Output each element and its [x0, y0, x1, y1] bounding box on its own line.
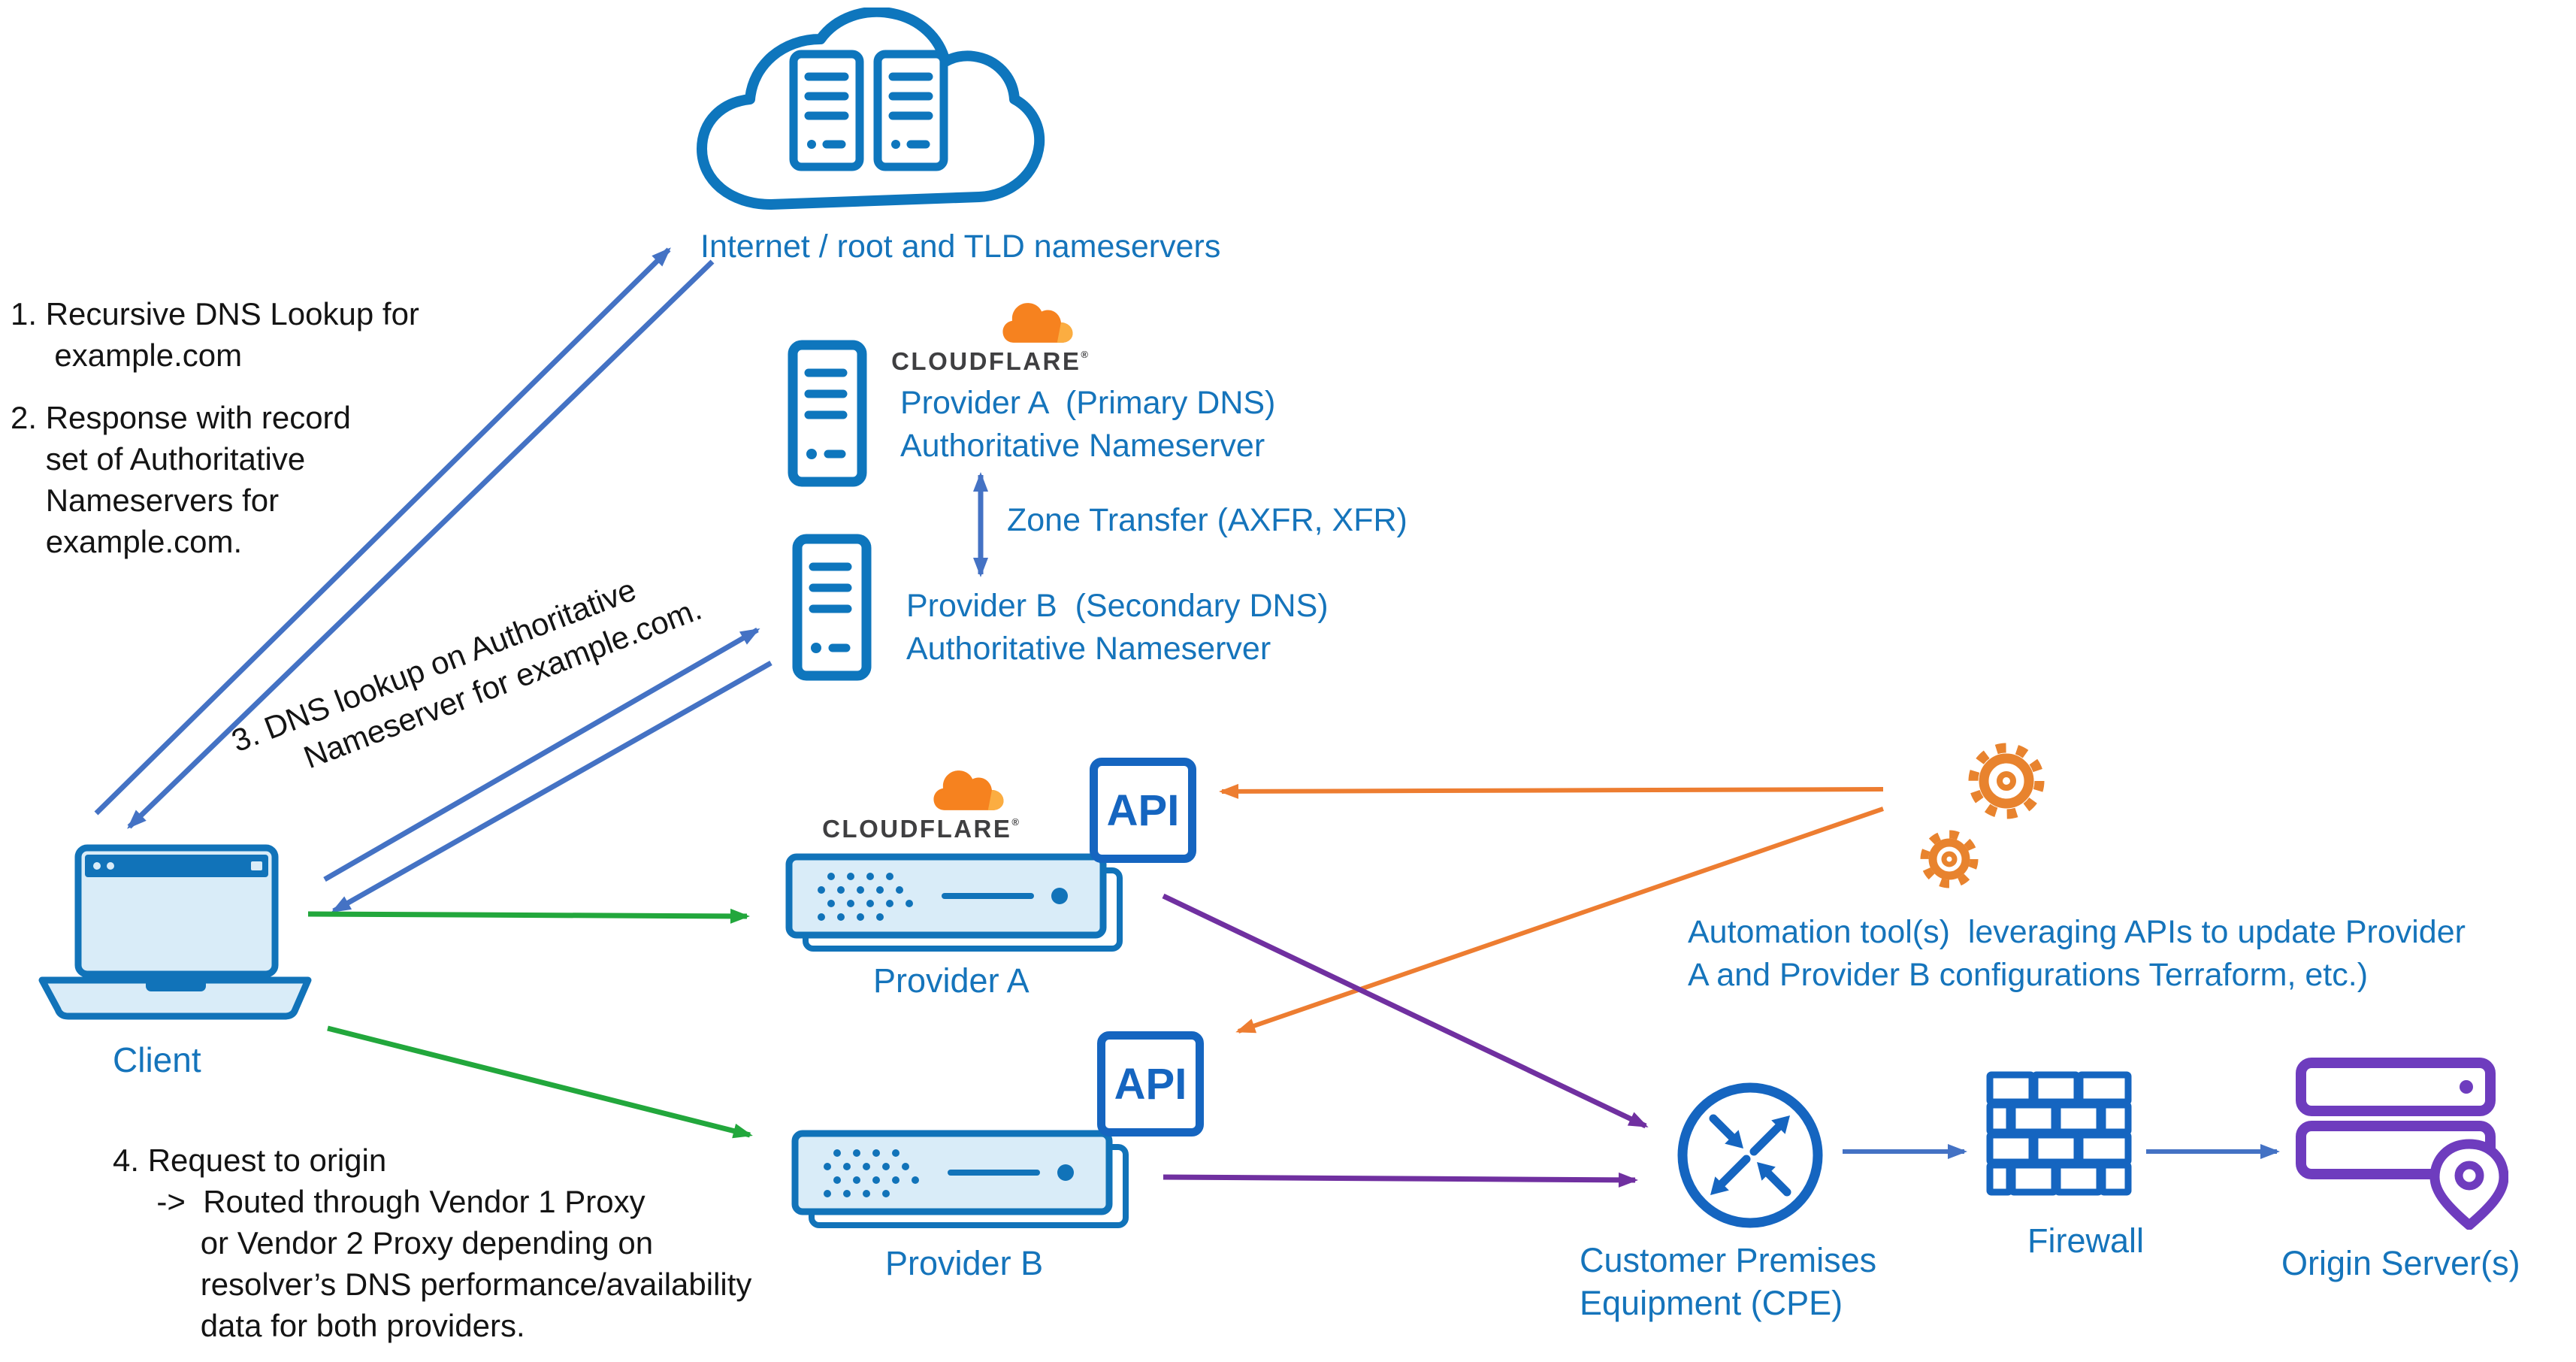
cloudflare-cloud-icon [927, 767, 1011, 813]
arrow-automation-to-api-a [1219, 783, 1884, 799]
vent-dots [824, 1149, 919, 1197]
client-label: Client [113, 1040, 201, 1079]
gear-small [1920, 830, 1979, 888]
cloudflare-wordmark-text: CLOUDFLARE [822, 815, 1012, 843]
provider-b-nameserver-icon [792, 534, 872, 681]
provider-a-proxy-label: Provider A [873, 961, 1029, 1000]
root-nameserver-icons [789, 50, 948, 171]
zone-transfer-label: Zone Transfer (AXFR, XFR) [1007, 502, 1407, 538]
origin-servers-icon [2295, 1057, 2508, 1230]
provider-a-nameserver-label: Provider A (Primary DNS) Authoritative N… [900, 385, 1276, 464]
api-badge-provider-b: API [1097, 1031, 1204, 1137]
cloudflare-cloud-icon [996, 299, 1081, 346]
cpe-router-icon [1674, 1079, 1826, 1231]
arrow-automation-to-api-b [1235, 807, 1884, 1034]
api-badge-provider-a: API [1090, 758, 1196, 863]
firewall-icon [1984, 1069, 2134, 1207]
arrow-recursive-lookup [94, 247, 671, 816]
provider-a-proxy-icon [783, 851, 1129, 956]
provider-a-nameserver-icon [788, 340, 867, 487]
registered-mark: ® [1081, 349, 1088, 360]
cloudflare-wordmark: CLOUDFLARE® [891, 349, 1088, 374]
api-label: API [1106, 785, 1180, 835]
origin-label: Origin Server(s) [2281, 1244, 2520, 1282]
arrow-client-to-provider-a [307, 908, 750, 924]
automation-label: Automation tool(s) leveraging APIs to up… [1688, 914, 2466, 993]
provider-b-nameserver-label: Provider B (Secondary DNS) Authoritative… [906, 588, 1329, 667]
api-label: API [1114, 1059, 1187, 1109]
client-laptop-icon [33, 843, 317, 1022]
arrow-proxy-b-to-cpe [1163, 1172, 1638, 1188]
cloudflare-wordmark-text: CLOUDFLARE [891, 347, 1081, 375]
arrow-client-to-provider-b [327, 1025, 753, 1139]
note-recursive-lookup: 1. Recursive DNS Lookup for example.com [11, 296, 419, 373]
cloudflare-logo: CLOUDFLARE® [887, 299, 1088, 374]
cloudflare-wordmark: CLOUDFLARE® [822, 816, 1019, 841]
provider-b-proxy-label: Provider B [885, 1244, 1044, 1282]
cloudflare-logo: CLOUDFLARE® [803, 767, 1019, 841]
vent-dots [818, 873, 913, 921]
cpe-label: Customer Premises Equipment (CPE) [1580, 1241, 1877, 1322]
cloud-outline [697, 8, 1045, 210]
internet-cloud-icon [682, 8, 1052, 233]
firewall-label: Firewall [2027, 1221, 2145, 1260]
location-pin-icon [2429, 1139, 2508, 1230]
registered-mark: ® [1011, 816, 1019, 828]
arrow-proxy-a-to-cpe [1162, 893, 1649, 1129]
arrow-authoritative-lookup [323, 627, 760, 882]
arrow-nameserver-response [127, 259, 715, 829]
note-request-to-origin: 4. Request to origin -> Routed through V… [113, 1143, 752, 1343]
provider-b-proxy-icon [789, 1127, 1135, 1233]
automation-gears-icon [1907, 733, 2057, 904]
internet-label: Internet / root and TLD nameservers [700, 229, 1221, 265]
arrow-authoritative-response [331, 660, 772, 914]
gear-large [1968, 743, 2045, 819]
note-response-recordset: 2. Response with record set of Authorita… [11, 400, 351, 559]
